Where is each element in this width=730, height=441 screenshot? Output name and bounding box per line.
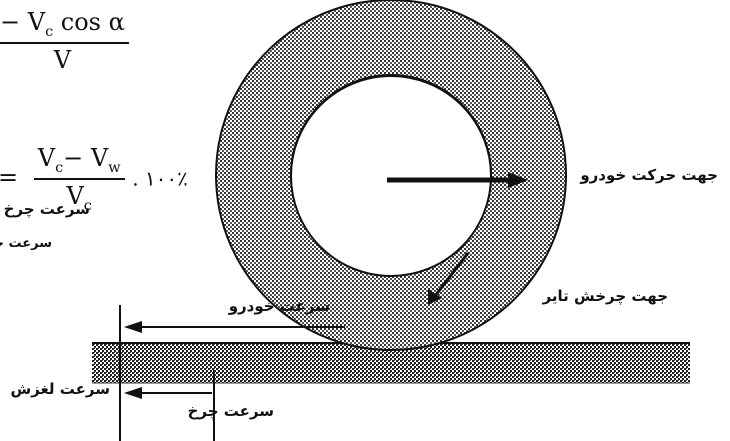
label-slip-speed: سرعت لغزش <box>10 380 110 398</box>
wheel-speed-arrow <box>124 387 212 399</box>
label-tire-rotation: جهت چرخش تایر <box>542 287 668 305</box>
formula-slip-angle: − Vc cos α V <box>0 8 129 74</box>
label-vehicle-speed: سرعت خودرو <box>228 297 330 315</box>
label-left-wheel-speed: سرعت چرخ <box>3 200 90 218</box>
label-vehicle-direction: جهت حرکت خودرو <box>580 166 718 184</box>
label-left-vehicle-speed: سرعت خودرو <box>0 236 52 251</box>
formula-slip-percent: = Vc− Vw Vc . ۱۰۰٪ <box>0 144 188 214</box>
vehicle-direction-arrow <box>387 172 528 188</box>
label-wheel-speed: سرعت چرخ <box>187 402 274 420</box>
wheel-hub <box>290 75 492 277</box>
tire-rotation-arrow <box>428 252 470 305</box>
vehicle-speed-arrow <box>124 321 345 333</box>
